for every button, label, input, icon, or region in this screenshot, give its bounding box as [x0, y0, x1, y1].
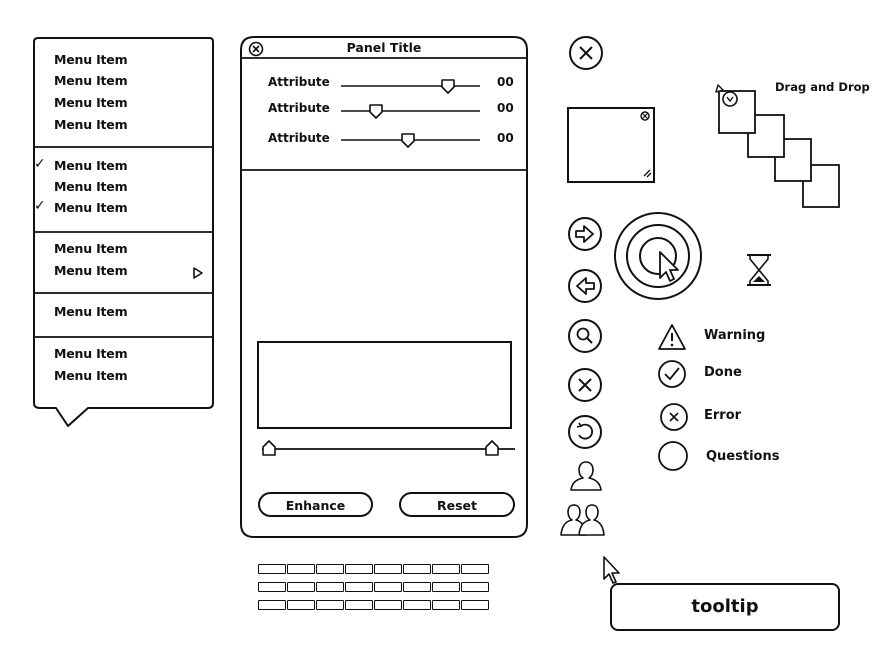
- slider-thumb[interactable]: [441, 79, 455, 95]
- tooltip: tooltip: [610, 583, 840, 631]
- keyboard-key[interactable]: [345, 600, 373, 610]
- menu-item[interactable]: Menu Item: [54, 117, 128, 132]
- keyboard-key[interactable]: [374, 582, 402, 592]
- keyboard-key[interactable]: [287, 564, 315, 574]
- menu-item[interactable]: Menu Item: [54, 158, 128, 173]
- drag-drop-stack[interactable]: [708, 82, 848, 212]
- keyboard-key[interactable]: [461, 564, 489, 574]
- attribute-value: 00: [497, 101, 514, 115]
- menu-item[interactable]: Menu Item: [54, 241, 128, 256]
- keyboard-key[interactable]: [432, 582, 460, 592]
- reset-button[interactable]: Reset: [399, 492, 515, 517]
- panel-close-icon[interactable]: [248, 41, 264, 57]
- attribute-label: Attribute: [268, 131, 330, 145]
- click-target-icon[interactable]: [612, 210, 704, 302]
- attribute-label: Attribute: [268, 101, 330, 115]
- hourglass-icon: [747, 254, 771, 286]
- menu-item[interactable]: Menu Item: [54, 263, 128, 278]
- keyboard-key[interactable]: [287, 600, 315, 610]
- status-label-error: Error: [704, 408, 742, 423]
- status-label-questions: Questions: [706, 449, 780, 464]
- status-label-warning: Warning: [704, 328, 766, 343]
- keyboard-key[interactable]: [316, 582, 344, 592]
- error-circle-icon[interactable]: [567, 367, 603, 403]
- preview-area: [258, 342, 511, 428]
- sticky-window[interactable]: [566, 106, 658, 186]
- menu-item[interactable]: Menu Item: [54, 52, 128, 67]
- keyboard-key[interactable]: [345, 582, 373, 592]
- keyboard-key[interactable]: [432, 600, 460, 610]
- range-high-thumb[interactable]: [484, 440, 499, 456]
- menu-item[interactable]: Menu Item: [54, 179, 128, 194]
- search-circle-icon[interactable]: [567, 318, 603, 354]
- user-icon: [570, 461, 602, 491]
- keyboard-key[interactable]: [258, 600, 286, 610]
- drag-drop-label: Drag and Drop: [775, 80, 870, 94]
- cursor-arrow-icon: [603, 556, 620, 584]
- users-icon: [560, 504, 605, 536]
- keyboard-key[interactable]: [258, 564, 286, 574]
- keyboard-key[interactable]: [287, 582, 315, 592]
- arrow-left-circle-icon[interactable]: [567, 268, 603, 304]
- keyboard-key[interactable]: [403, 600, 431, 610]
- keyboard-key[interactable]: [461, 600, 489, 610]
- error-circle-icon: [660, 403, 688, 431]
- keyboard-key[interactable]: [461, 582, 489, 592]
- keyboard-key[interactable]: [316, 564, 344, 574]
- refresh-circle-icon[interactable]: [567, 414, 603, 450]
- attribute-label: Attribute: [268, 75, 330, 89]
- keyboard-key[interactable]: [258, 582, 286, 592]
- keyboard: [258, 564, 493, 618]
- menu-item[interactable]: Menu Item: [54, 346, 128, 361]
- slider-thumb[interactable]: [368, 104, 383, 120]
- keyboard-key[interactable]: [374, 600, 402, 610]
- empty-circle-icon: [658, 441, 688, 471]
- attribute-value: 00: [497, 131, 514, 145]
- checkmark-icon: ✓: [34, 156, 46, 172]
- arrow-right-circle-icon[interactable]: [567, 216, 603, 252]
- keyboard-key[interactable]: [432, 564, 460, 574]
- enhance-button[interactable]: Enhance: [258, 492, 373, 517]
- menu-item[interactable]: Menu Item: [54, 304, 128, 319]
- keyboard-key[interactable]: [316, 600, 344, 610]
- keyboard-key[interactable]: [403, 564, 431, 574]
- submenu-arrow-icon: [193, 267, 203, 279]
- attribute-value: 00: [497, 75, 514, 89]
- close-circle-icon[interactable]: [568, 35, 604, 71]
- status-label-done: Done: [704, 365, 742, 380]
- panel-title: Panel Title: [346, 40, 422, 55]
- check-circle-icon: [658, 360, 686, 388]
- menu-item[interactable]: Menu Item: [54, 368, 128, 383]
- menu-item[interactable]: Menu Item: [54, 200, 128, 215]
- menu-item[interactable]: Menu Item: [54, 95, 128, 110]
- warning-icon: [658, 324, 686, 350]
- slider-thumb[interactable]: [400, 133, 415, 149]
- keyboard-key[interactable]: [374, 564, 402, 574]
- keyboard-key[interactable]: [345, 564, 373, 574]
- checkmark-icon: ✓: [34, 198, 46, 214]
- range-low-thumb[interactable]: [262, 440, 276, 456]
- keyboard-key[interactable]: [403, 582, 431, 592]
- menu-item[interactable]: Menu Item: [54, 73, 128, 88]
